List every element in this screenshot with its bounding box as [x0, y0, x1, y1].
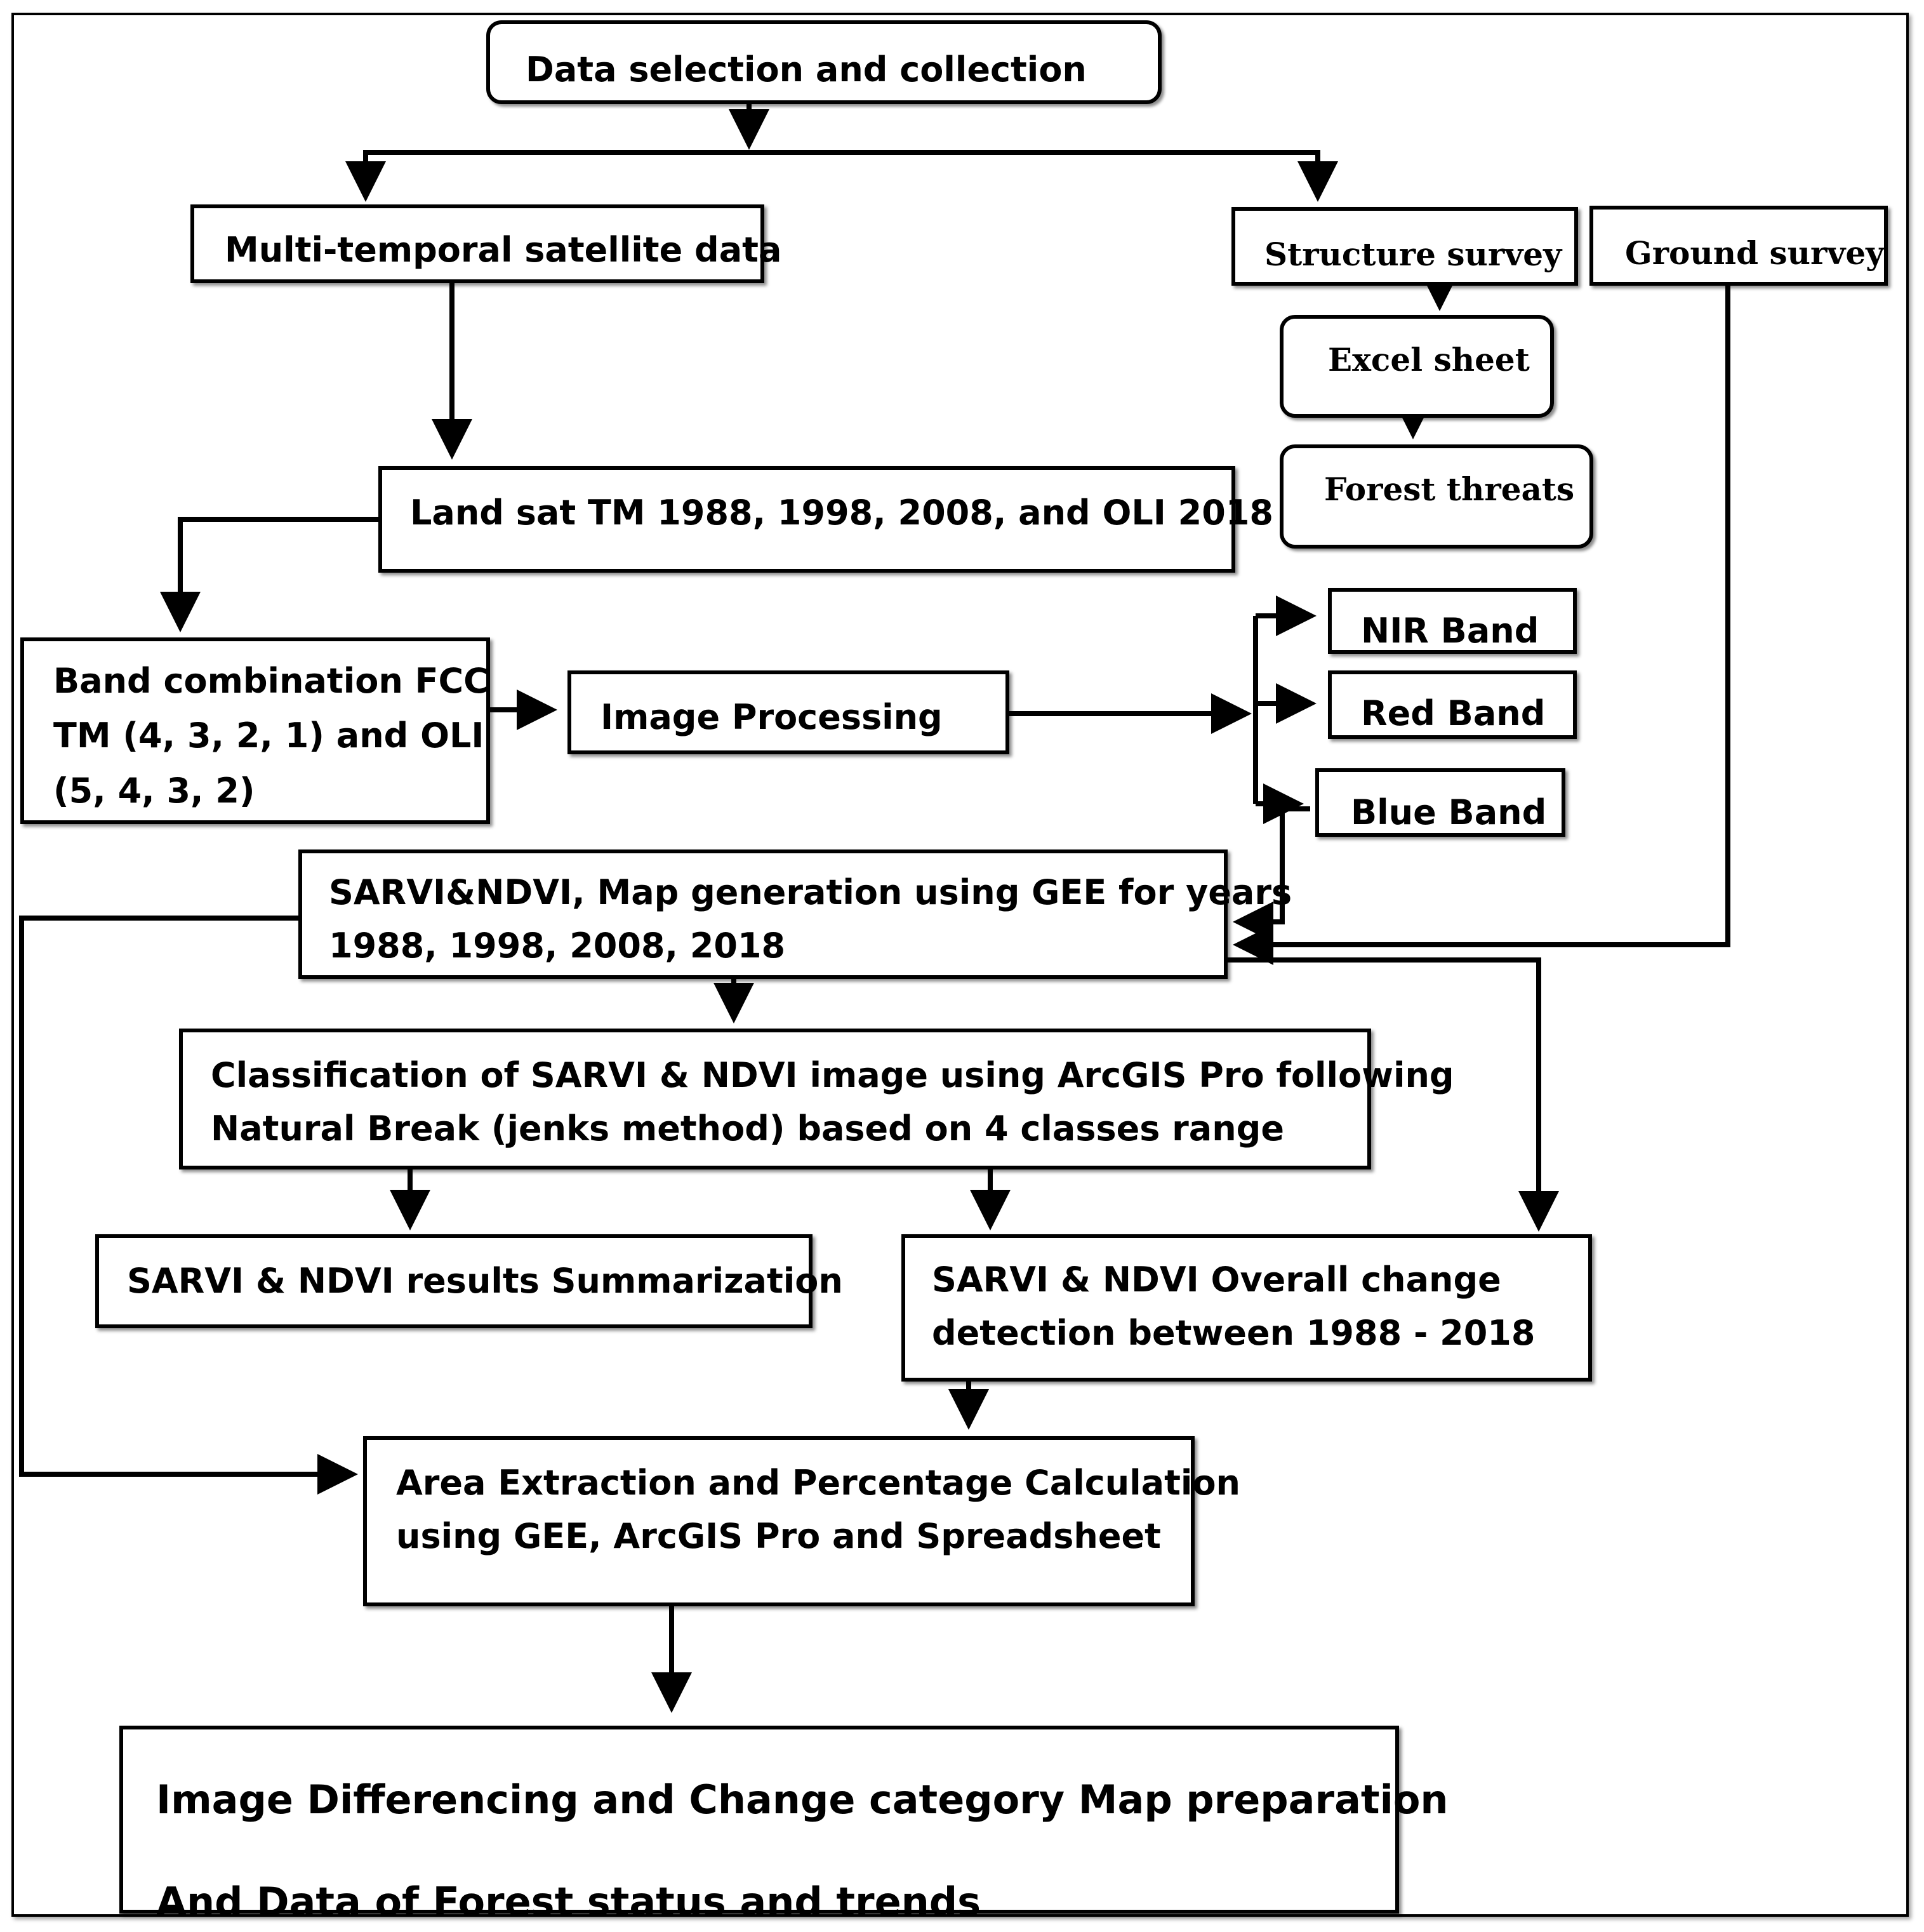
- sarvi-map-line-1: SARVI&NDVI, Map generation using GEE for…: [329, 872, 1292, 912]
- blue-band-label: Blue Band: [1351, 792, 1547, 832]
- excel-sheet-label: Excel sheet: [1328, 341, 1530, 378]
- data-selection-label: Data selection and collection: [526, 50, 1087, 90]
- band-combination-box: Band combination FCC TM (4, 3, 2, 1) and…: [20, 637, 490, 824]
- final-output-line-2: And Data of Forest status and trends: [156, 1879, 981, 1926]
- arrow-blue-band-to-sarvi-map: [1233, 806, 1310, 942]
- change-detection-box: SARVI & NDVI Overall change detection be…: [901, 1234, 1592, 1382]
- blue-band-box: Blue Band: [1315, 768, 1565, 837]
- area-extraction-line-1: Area Extraction and Percentage Calculati…: [396, 1463, 1240, 1503]
- image-processing-box: Image Processing: [567, 670, 1009, 754]
- classification-line-2: Natural Break (jenks method) based on 4 …: [211, 1108, 1284, 1149]
- sarvi-map-generation-box: SARVI&NDVI, Map generation using GEE for…: [298, 849, 1292, 979]
- arrow-ground-survey-to-sarvi-map: [1233, 286, 1730, 965]
- arrow-sarvi-map-to-change-detection: [1228, 957, 1559, 1232]
- summarization-box: SARVI & NDVI results Summarization: [95, 1234, 843, 1328]
- structure-survey-box: Structure survey: [1231, 207, 1578, 286]
- nir-band-label: NIR Band: [1361, 611, 1539, 651]
- change-detection-line-1: SARVI & NDVI Overall change: [932, 1260, 1501, 1300]
- area-extraction-box: Area Extraction and Percentage Calculati…: [363, 1436, 1240, 1606]
- summarization-label: SARVI & NDVI results Summarization: [127, 1261, 843, 1301]
- ground-survey-box: Ground survey: [1589, 206, 1888, 286]
- image-processing-label: Image Processing: [600, 697, 943, 737]
- red-band-box: Red Band: [1328, 670, 1577, 739]
- band-combination-line-3: (5, 4, 3, 2): [53, 770, 255, 811]
- red-band-label: Red Band: [1361, 693, 1546, 733]
- multi-temporal-box: Multi-temporal satellite data: [190, 204, 782, 283]
- landsat-box: Land sat TM 1988, 1998, 2008, and OLI 20…: [378, 466, 1273, 573]
- band-combination-line-2: TM (4, 3, 2, 1) and OLI: [53, 716, 484, 756]
- landsat-label: Land sat TM 1988, 1998, 2008, and OLI 20…: [410, 493, 1273, 533]
- forest-threats-box: Forest threats: [1280, 444, 1593, 549]
- forest-threats-label: Forest threats: [1324, 470, 1575, 508]
- change-detection-line-2: detection between 1988 - 2018: [932, 1312, 1536, 1353]
- classification-line-1: Classification of SARVI & NDVI image usi…: [211, 1055, 1454, 1095]
- ground-survey-label: Ground survey: [1625, 234, 1885, 272]
- area-extraction-line-2: using GEE, ArcGIS Pro and Spreadsheet: [396, 1516, 1161, 1556]
- excel-sheet-box: Excel sheet: [1280, 315, 1554, 418]
- final-output-box: Image Differencing and Change category M…: [119, 1726, 1449, 1925]
- arrow-sarvi-map-to-area-extraction: [19, 916, 358, 1495]
- sarvi-map-line-2: 1988, 1998, 2008, 2018: [329, 925, 786, 966]
- classification-box: Classification of SARVI & NDVI image usi…: [179, 1029, 1454, 1169]
- structure-survey-label: Structure survey: [1264, 236, 1562, 273]
- band-combination-line-1: Band combination FCC: [53, 661, 489, 701]
- outer-frame: [11, 13, 1909, 1917]
- multi-temporal-label: Multi-temporal satellite data: [225, 230, 782, 270]
- final-output-line-1: Image Differencing and Change category M…: [156, 1776, 1449, 1823]
- data-selection-box: Data selection and collection: [486, 20, 1162, 104]
- nir-band-box: NIR Band: [1328, 588, 1577, 654]
- arrow-landsat-to-band-combination: [160, 517, 378, 632]
